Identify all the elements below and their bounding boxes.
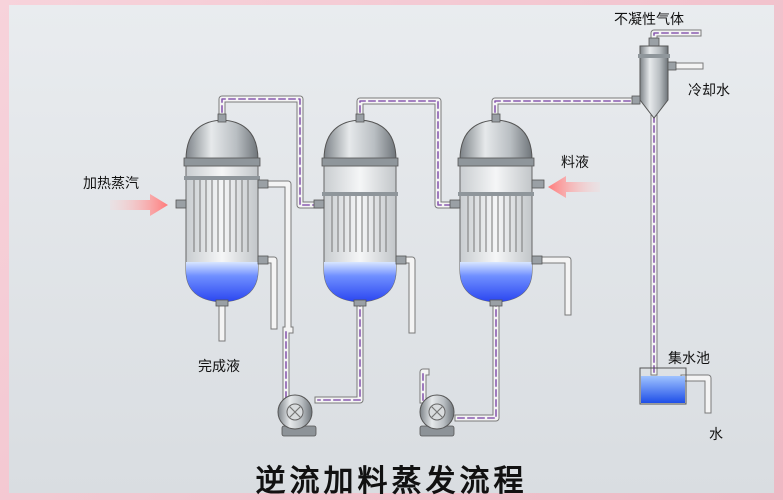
evaporator-2 <box>313 113 407 307</box>
pump-2 <box>419 394 455 437</box>
pump-1 <box>277 394 317 437</box>
diagram-title: 逆流加料蒸发流程 <box>255 464 528 499</box>
evaporator-3 <box>449 113 545 307</box>
water-pool-label: 集水池 <box>668 351 710 367</box>
condenser <box>631 37 677 119</box>
noncondensable-gas-label: 不凝性气体 <box>614 12 684 28</box>
pipe-network <box>218 29 712 422</box>
feed-inlet-arrow <box>548 176 600 198</box>
heating-steam-label: 加热蒸汽 <box>83 176 139 192</box>
cooling-water-label: 冷却水 <box>688 83 730 99</box>
finished-liquid-label: 完成液 <box>198 359 240 375</box>
water-pool <box>639 367 687 405</box>
steam-inlet-arrow <box>110 194 168 216</box>
water-outlet-label: 水 <box>709 427 723 443</box>
feed-liquid-label: 料液 <box>561 155 589 171</box>
evaporator-1 <box>175 113 269 307</box>
